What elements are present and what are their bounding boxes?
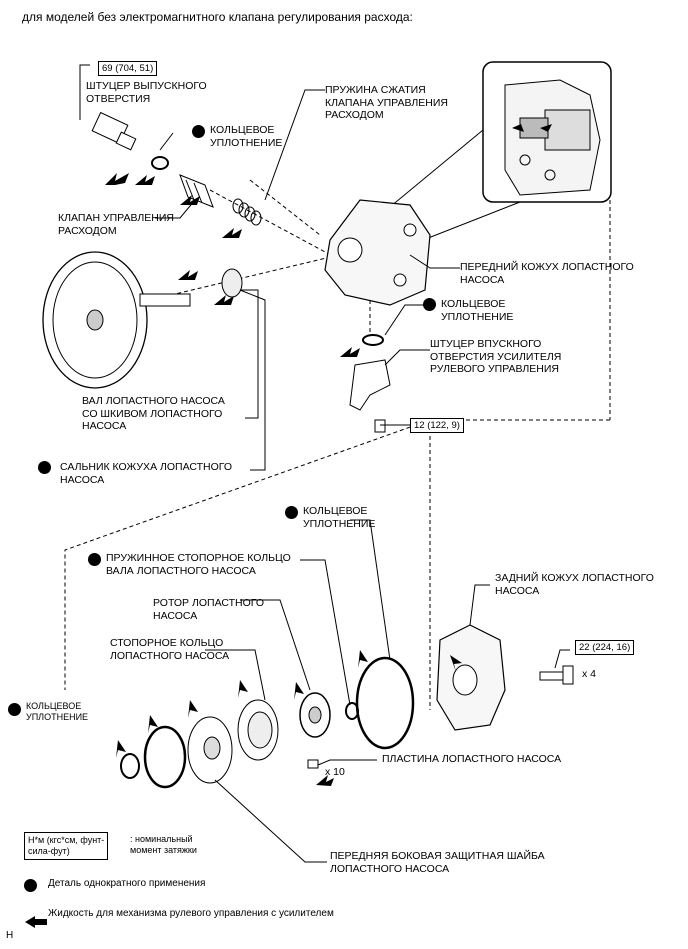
inlet-fitting-label: ШТУЦЕР ВПУСКНОГО ОТВЕРСТИЯ УСИЛИТЕЛЯ РУЛ… (430, 338, 562, 375)
rear-torque-box: 22 (224, 16) (575, 640, 635, 655)
single-use-dot-icon (285, 506, 298, 519)
rotor-label: РОТОР ЛОПАСТНОГО НАСОСА (153, 597, 265, 622)
front-housing-label: ПЕРЕДНИЙ КОЖУХ ЛОПАСТНОГО НАСОСА (460, 261, 634, 286)
single-use-legend-text: Деталь однократного применения (48, 878, 206, 889)
oil-seal-label: САЛЬНИК КОЖУХА ЛОПАСТНОГО НАСОСА (60, 461, 233, 486)
cam-ring-drawing (237, 699, 279, 761)
torque-legend-description: : номинальный момент затяжки (130, 834, 197, 855)
bolt-quantity: x 4 (582, 668, 597, 680)
single-use-dot-icon (192, 125, 205, 138)
single-use-legend-dot-icon (24, 879, 37, 892)
rear-housing-label: ЗАДНИЙ КОЖУХ ЛОПАСТНОГО НАСОСА (495, 572, 654, 597)
vane-drawing (307, 759, 319, 769)
pulley-drawing (42, 251, 191, 389)
single-use-dot-icon (38, 461, 51, 474)
o-ring-4-label: КОЛЬЦЕВОЕ УПЛОТНЕНИЕ (26, 701, 89, 722)
rear-bolt-drawing (539, 665, 574, 685)
flow-valve-label: КЛАПАН УПРАВЛЕНИЯ РАСХОДОМ (58, 212, 174, 237)
fluid-legend-text: Жидкость для механизма рулевого управлен… (48, 908, 334, 919)
outlet-fitting-drawing (91, 111, 137, 151)
large-o-ring-drawing (143, 725, 187, 789)
o-ring-2-label: КОЛЬЦЕВОЕ УПЛОТНЕНИЕ (441, 298, 514, 323)
snap-ring-label: ПРУЖИННОЕ СТОПОРНОЕ КОЛЬЦО ВАЛА ЛОПАСТНО… (106, 552, 291, 577)
leader-lines (79, 64, 570, 863)
single-use-dot-icon (423, 298, 436, 311)
page-title: для моделей без электромагнитного клапан… (22, 10, 413, 24)
assembly-guides (64, 179, 611, 710)
vane-plate-label: ПЛАСТИНА ЛОПАСТНОГО НАСОСА (382, 753, 562, 765)
outlet-fitting-label: ШТУЦЕР ВЫПУСКНОГО ОТВЕРСТИЯ (86, 80, 207, 105)
small-o-ring-drawing (120, 753, 140, 779)
inlet-fitting-drawing (349, 359, 391, 433)
front-housing-drawing (324, 199, 431, 306)
vane-quantity: x 10 (325, 766, 345, 778)
rotor-drawing (299, 692, 331, 738)
fluid-arrows (25, 173, 462, 928)
inset-detail (482, 61, 612, 203)
single-use-dot-icon (88, 553, 101, 566)
flow-valve-drawing (179, 174, 214, 208)
outlet-torque-box: 69 (704, 51) (98, 61, 158, 76)
spring-drawing (232, 198, 262, 226)
front-side-plate-drawing (187, 716, 233, 784)
corner-letter: H (6, 930, 14, 941)
torque-legend-key: Н*м (кгс*см, фунт- сила-фут) (24, 832, 109, 860)
flow-spring-label: ПРУЖИНА СЖАТИЯ КЛАПАНА УПРАВЛЕНИЯ РАСХОД… (325, 84, 448, 121)
rear-housing-drawing (436, 624, 506, 731)
single-use-dot-icon (8, 703, 21, 716)
front-side-plate-label: ПЕРЕДНЯЯ БОКОВАЯ ЗАЩИТНАЯ ШАЙБА ЛОПАСТНО… (330, 850, 545, 875)
o-ring-3-label: КОЛЬЦЕВОЕ УПЛОТНЕНИЕ (303, 505, 376, 530)
cam-ring-label: СТОПОРНОЕ КОЛЬЦО ЛОПАСТНОГО НАСОСА (110, 637, 230, 662)
o-ring-1-label: КОЛЬЦЕВОЕ УПЛОТНЕНИЕ (210, 124, 283, 149)
inlet-torque-box: 12 (122, 9) (410, 418, 464, 433)
rear-o-ring-drawing (355, 656, 415, 750)
shaft-pulley-label: ВАЛ ЛОПАСТНОГО НАСОСА СО ШКИВОМ ЛОПАСТНО… (82, 395, 225, 432)
